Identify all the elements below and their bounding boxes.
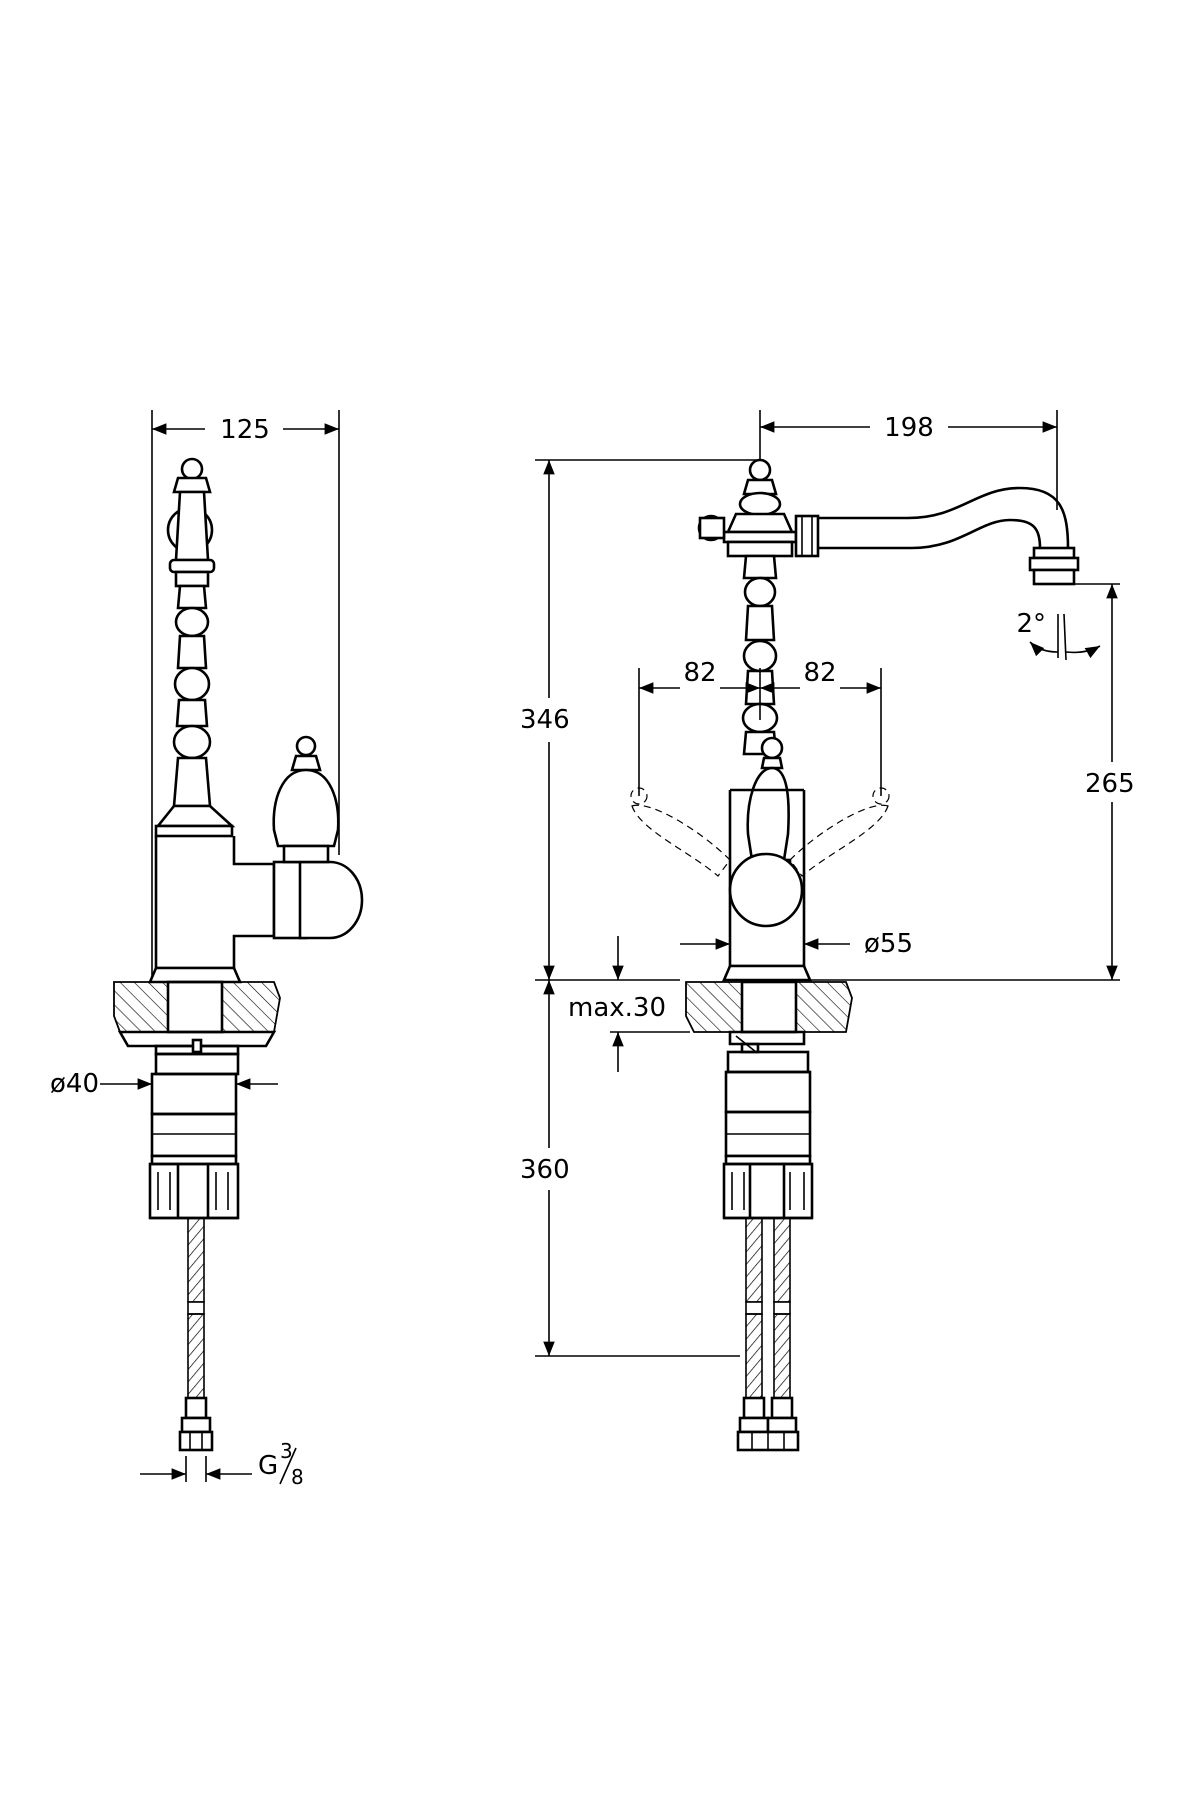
lever-ghost-left [630,787,731,877]
side-column [154,584,236,838]
body-diameter-dimension: ø55 [680,929,913,959]
front-hoses [736,1217,800,1452]
front-spout [794,486,1080,586]
front-deck [685,980,853,1034]
hose-length-label: 360 [520,1155,570,1185]
side-view: 125 [50,410,364,1489]
side-mounting [117,1030,277,1220]
front-side-knob [697,514,726,542]
front-finial [722,458,798,558]
front-mounting [722,1030,814,1220]
hose-length-dimension: 360 [520,979,740,1357]
lever-swing-dimension: 82 82 [638,658,882,796]
front-column [741,554,779,756]
side-hose [178,1217,214,1452]
angle-label: 2° [1016,609,1046,639]
width-label: 125 [220,415,270,445]
spout-reach-dimension: 198 [759,410,1058,510]
thread-numerator: 3 [280,1439,293,1463]
lever-left-label: 82 [683,658,716,688]
side-body [148,836,364,984]
thread-denominator: 8 [291,1465,304,1489]
front-view: 198 346 360 265 [520,410,1135,1452]
angle-indicator: 2° [1016,609,1101,661]
spout-reach-label: 198 [884,413,934,443]
base-diameter-dimension: ø40 [50,1069,278,1099]
base-diameter-label: ø40 [50,1069,99,1099]
lever-right-label: 82 [803,658,836,688]
deck-thickness-dimension: max.30 [568,936,690,1072]
total-height-dimension: 346 [520,459,760,980]
total-height-label: 346 [520,705,570,735]
thread-dimension: G 3 8 [140,1439,304,1489]
spout-height-dimension: 265 [800,583,1135,981]
spout-height-label: 265 [1085,769,1135,799]
thread-label: G [258,1451,278,1481]
body-diameter-label: ø55 [864,929,913,959]
side-deck [113,980,281,1034]
side-lever [272,735,340,864]
front-body [722,788,812,982]
side-finial [166,457,216,588]
deck-thickness-label: max.30 [568,993,666,1023]
width-dimension: 125 [151,410,340,980]
